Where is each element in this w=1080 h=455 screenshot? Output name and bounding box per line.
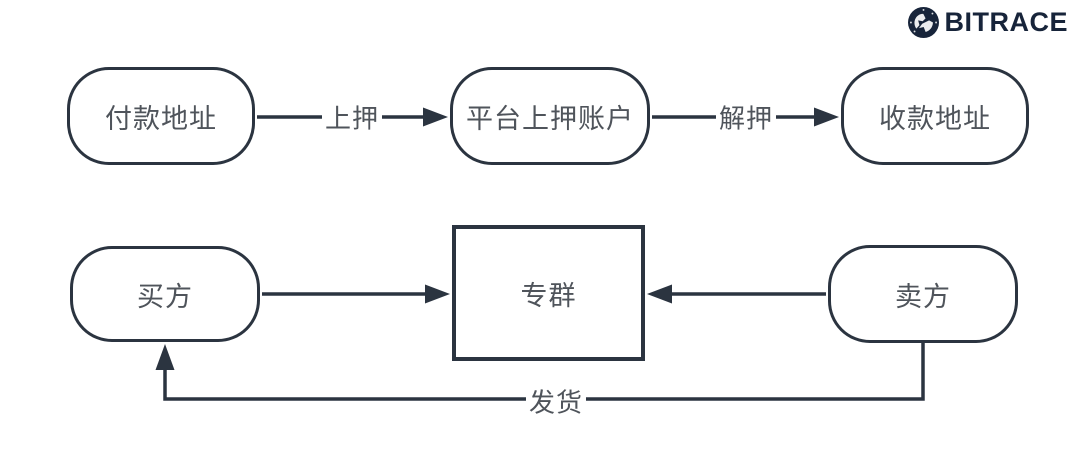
edge-buyer-group-arrowhead: [425, 284, 450, 304]
node-receiving-address-label: 收款地址: [879, 103, 991, 134]
node-payment-address-label: 付款地址: [105, 103, 217, 134]
node-seller: 卖方: [828, 245, 1018, 343]
node-seller-label: 卖方: [895, 281, 951, 312]
edge-shipping-label: 发货: [525, 382, 587, 420]
bitrace-globe-icon: [907, 7, 939, 38]
node-buyer-label: 买方: [137, 281, 193, 312]
edge-shipping-arrowhead: [155, 344, 175, 370]
edge-release-label: 解押: [715, 98, 777, 136]
node-buyer: 买方: [70, 246, 260, 342]
edge-deposit-arrowhead: [423, 107, 448, 127]
edge-deposit-label: 上押: [321, 98, 383, 136]
bitrace-logo-text: BITRACE: [944, 7, 1068, 37]
bitrace-logo: BITRACE: [907, 7, 1069, 38]
node-group: 专群: [452, 225, 645, 361]
node-group-label: 专群: [520, 280, 577, 311]
node-platform-escrow-account: 平台上押账户: [450, 67, 650, 165]
edge-release-arrowhead: [814, 107, 839, 127]
edge-seller-group-arrowhead: [647, 284, 672, 304]
node-platform-escrow-account-label: 平台上押账户: [466, 103, 634, 134]
node-receiving-address: 收款地址: [841, 67, 1029, 165]
node-payment-address: 付款地址: [67, 67, 255, 165]
